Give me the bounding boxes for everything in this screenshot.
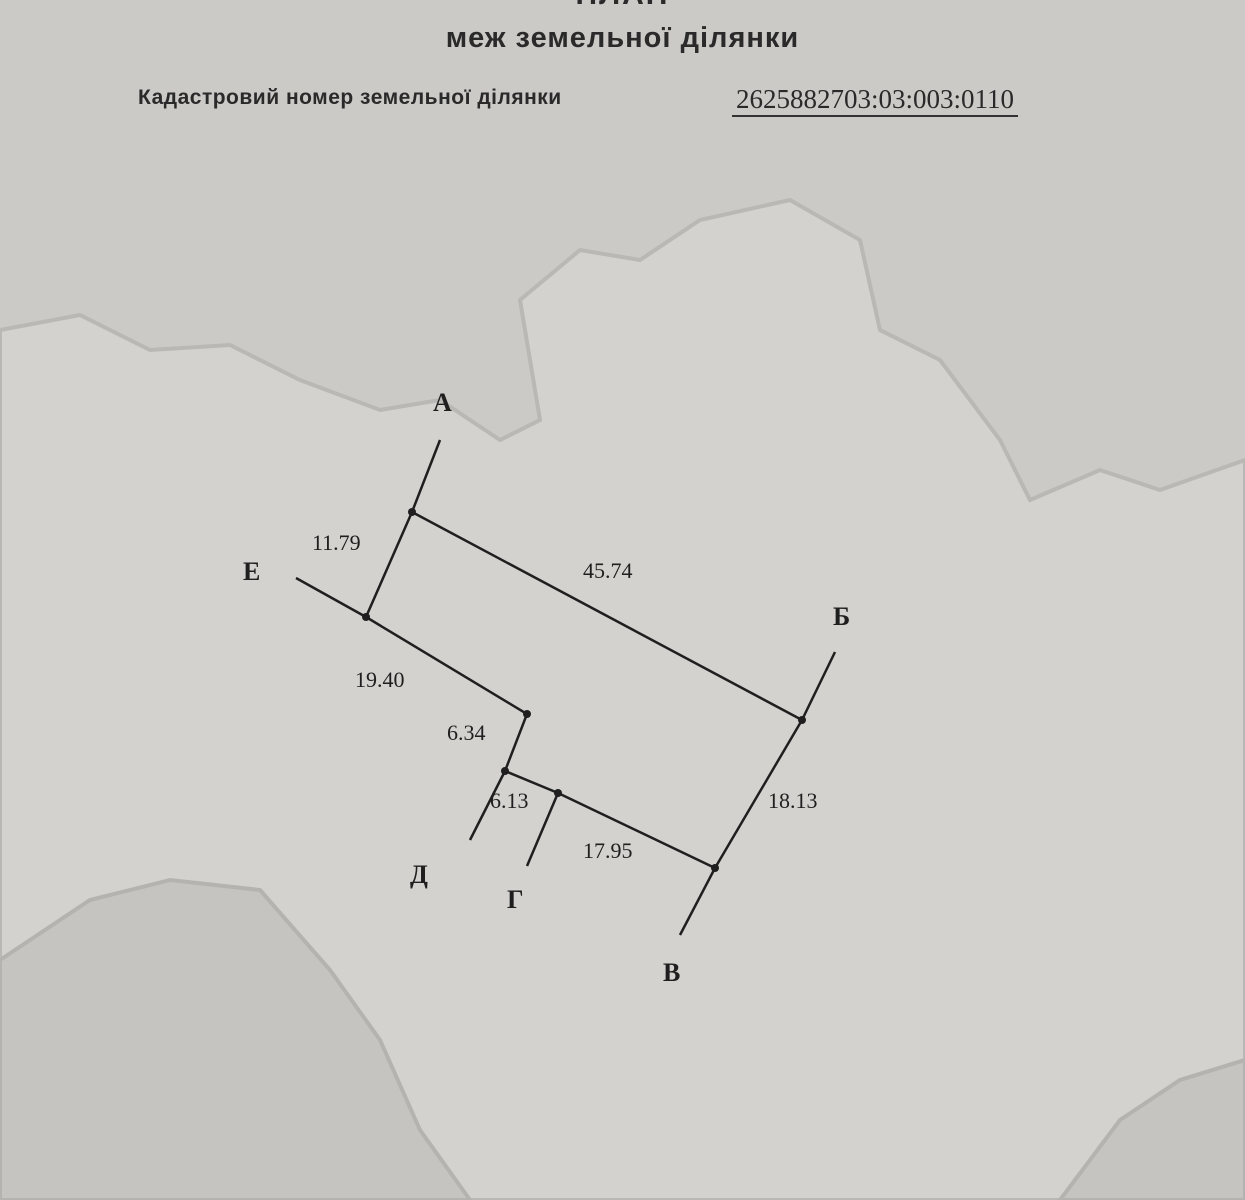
point-label-g: Г — [507, 885, 524, 914]
point-label-b: Б — [833, 602, 851, 631]
embossed-map-shape-corner — [1057, 1057, 1245, 1200]
point-label-v: В — [663, 958, 681, 987]
extension-line-g — [525, 792, 560, 867]
vertex-marker — [501, 767, 509, 775]
vertex-marker — [408, 508, 416, 516]
point-label-e: Е — [243, 557, 261, 586]
length-label-b-v: 18.13 — [768, 788, 818, 813]
cadastral-number: 2625882703:03:003:0110 — [732, 84, 1019, 117]
length-label-a-b: 45.74 — [583, 558, 633, 583]
cadastral-label: Кадастровий номер земельної ділянки — [138, 86, 562, 109]
extension-line-b — [800, 651, 837, 721]
vertex-marker — [711, 864, 719, 872]
length-label-corner-e: 19.40 — [355, 667, 405, 692]
length-label-d-corner: 6.34 — [447, 720, 486, 745]
vertex-markers — [362, 508, 806, 872]
point-label-d: Д — [410, 860, 428, 889]
point-label-a: А — [433, 388, 452, 417]
extension-line-a — [410, 439, 442, 513]
plot-boundary — [295, 439, 837, 936]
embossed-map-shape-bottom — [0, 877, 473, 1200]
length-label-v-g: 17.95 — [583, 838, 633, 863]
length-label-e-a: 11.79 — [312, 530, 361, 555]
extension-line-e — [295, 576, 367, 619]
vertex-marker — [523, 710, 531, 718]
boundary-polygon — [364, 510, 804, 870]
document-title: ПЛАН — [0, 0, 1245, 12]
length-label-g-d: 6.13 — [490, 788, 529, 813]
vertex-marker — [798, 716, 806, 724]
extension-line-d — [468, 770, 507, 841]
document-subtitle: меж земельної ділянки — [445, 22, 800, 54]
vertex-marker — [362, 613, 370, 621]
vertex-marker — [554, 789, 562, 797]
extension-line-v — [678, 867, 717, 936]
